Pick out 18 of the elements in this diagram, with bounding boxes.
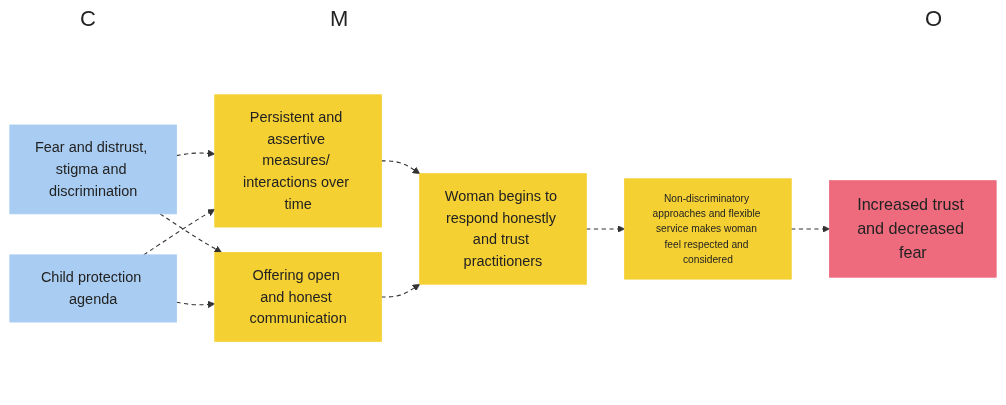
arrow xyxy=(143,208,216,256)
arrow xyxy=(159,213,222,253)
node-box: Offering open and honest communication xyxy=(214,252,382,342)
node-box: Increased trust and decreased fear xyxy=(829,180,997,278)
node-box: Child protection agenda xyxy=(9,254,177,323)
node-box: Fear and distrust, stigma and discrimination xyxy=(9,124,177,215)
node-box: Persistent and assertive measures/ interactions over time xyxy=(214,94,382,228)
column-heading: M xyxy=(330,6,349,32)
column-heading: C xyxy=(80,6,96,32)
node-box: Non-discriminatory approaches and flexible service makes woman feel respected and considered xyxy=(624,178,792,280)
arrow xyxy=(380,283,421,298)
arrow xyxy=(175,149,216,158)
node-box: Woman begins to respond honestly and trust practitioners xyxy=(419,173,587,285)
column-heading: O xyxy=(925,6,943,32)
arrow xyxy=(585,225,625,233)
arrow xyxy=(380,160,421,174)
arrow xyxy=(175,300,216,309)
arrow xyxy=(790,225,830,233)
